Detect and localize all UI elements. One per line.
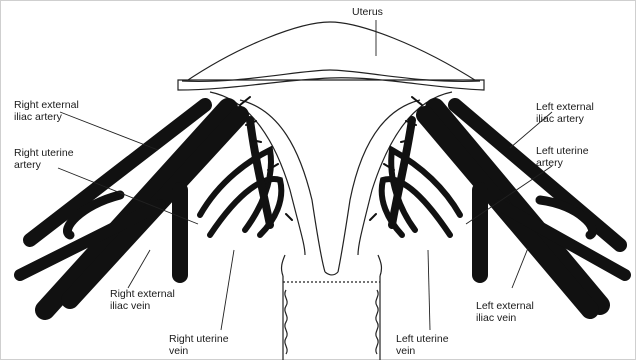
label-left-external-iliac-vein: Left external iliac vein	[476, 300, 534, 324]
leader-right-external-iliac-vein	[128, 250, 150, 288]
label-uterus: Uterus	[352, 6, 383, 18]
right-vessels	[20, 97, 292, 310]
leader-left-uterine-vein	[428, 250, 430, 330]
uterus-outline	[178, 22, 484, 360]
label-right-uterine-vein: Right uterine vein	[169, 333, 229, 357]
label-left-external-iliac-artery: Left external iliac artery	[536, 101, 594, 125]
label-left-uterine-vein: Left uterine vein	[396, 333, 449, 357]
leader-right-uterine-vein	[221, 250, 234, 330]
label-right-external-iliac-artery: Right external iliac artery	[14, 99, 79, 123]
label-right-external-iliac-vein: Right external iliac vein	[110, 288, 175, 312]
leader-left-external-iliac-vein	[512, 248, 528, 288]
left-vessels	[370, 97, 625, 310]
label-left-uterine-artery: Left uterine artery	[536, 145, 589, 169]
label-right-uterine-artery: Right uterine artery	[14, 147, 74, 171]
